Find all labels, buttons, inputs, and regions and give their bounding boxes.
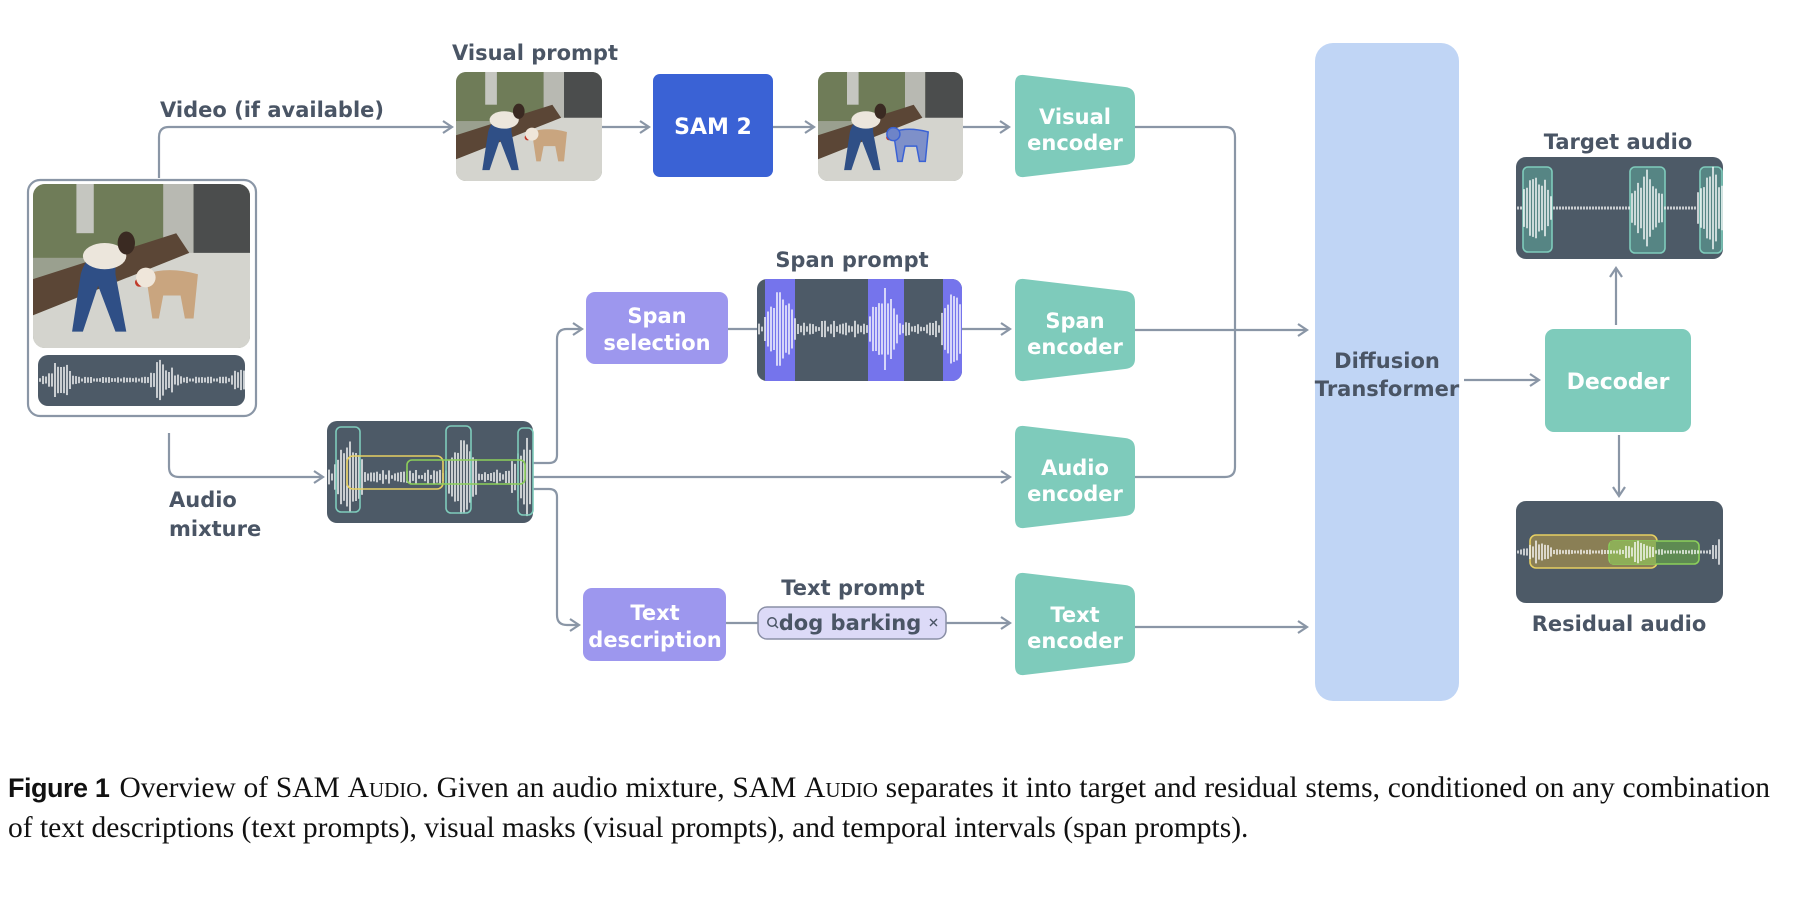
span-encoder-label-line2: encoder bbox=[1027, 335, 1123, 359]
span-prompt-label: Span prompt bbox=[775, 248, 928, 272]
photo-corridor bbox=[925, 72, 963, 122]
photo-dog bbox=[145, 270, 198, 319]
photo-corridor bbox=[564, 72, 602, 122]
sam2-segmented-frame bbox=[818, 72, 963, 181]
audio-mixture-waveform bbox=[327, 421, 534, 523]
connectors bbox=[157, 120, 1626, 634]
text-encoder: Text encoder bbox=[1015, 572, 1135, 676]
target-waveform bbox=[1517, 166, 1723, 250]
mixture-yellow-box bbox=[346, 455, 444, 490]
mixture-target-box-2 bbox=[445, 425, 472, 514]
audio-mixture-label-line2: mixture bbox=[169, 517, 261, 541]
photo-corridor bbox=[193, 184, 250, 258]
span-highlight-2 bbox=[868, 279, 904, 381]
residual-audio-waveform bbox=[1516, 501, 1723, 603]
visual-encoder: Visual encoder bbox=[1015, 74, 1135, 178]
decoder-box: Decoder bbox=[1545, 329, 1691, 432]
decoder-label: Decoder bbox=[1567, 370, 1670, 395]
text-prompt-value: dog barking bbox=[779, 611, 922, 635]
diffusion-transformer-label-line2: Transformer bbox=[1315, 377, 1460, 401]
diffusion-transformer-label-line1: Diffusion bbox=[1334, 349, 1440, 373]
photo-woman-shirt bbox=[851, 111, 881, 129]
text-prompt-label: Text prompt bbox=[781, 576, 924, 600]
photo-woman-head bbox=[874, 103, 887, 119]
input-audio-waveform bbox=[39, 359, 245, 401]
text-description-box: Text description bbox=[583, 588, 726, 661]
connector-visual-encoder-merge bbox=[1135, 125, 1237, 479]
text-prompt-chip[interactable]: dog barking bbox=[757, 606, 947, 640]
target-audio-label: Target audio bbox=[1544, 130, 1693, 154]
photo-pillar-left bbox=[847, 72, 859, 105]
visual-encoder-label-line1: Visual bbox=[1039, 105, 1111, 129]
photo-woman-shirt bbox=[489, 111, 519, 129]
audio-encoder-label-line2: encoder bbox=[1027, 482, 1123, 506]
span-encoder-label-line1: Span bbox=[1045, 309, 1104, 333]
video-label: Video (if available) bbox=[160, 98, 384, 122]
close-icon[interactable] bbox=[929, 618, 938, 627]
target-audio-waveform bbox=[1516, 157, 1723, 259]
input-media-card bbox=[26, 178, 258, 418]
visual-prompt-label: Visual prompt bbox=[452, 41, 618, 65]
span-selection-box: Span selection bbox=[586, 292, 728, 364]
mixture-waveform bbox=[328, 437, 531, 517]
mixture-target-box-1 bbox=[335, 426, 361, 513]
connector-mixture-to-text-description bbox=[533, 487, 581, 632]
residual-waveform bbox=[1517, 539, 1720, 565]
connector-mixture-to-span-selection bbox=[533, 322, 584, 465]
photo-dog bbox=[531, 129, 567, 162]
span-selection-label-line2: selection bbox=[603, 331, 710, 355]
connector-video-to-visual-prompt bbox=[157, 120, 454, 178]
search-icon bbox=[767, 617, 779, 629]
caption-part3: separates it into target and residual st… bbox=[8, 772, 1770, 844]
photo-pillar-left bbox=[76, 184, 94, 234]
input-video-photo bbox=[33, 184, 250, 348]
photo-dog-head bbox=[136, 267, 156, 288]
photo-woman-shirt bbox=[82, 243, 127, 270]
connector-input-to-audio-mixture bbox=[167, 433, 325, 484]
audio-mixture-label-line1: Audio bbox=[169, 488, 237, 512]
span-highlight-3 bbox=[943, 279, 962, 381]
span-prompt-waveform bbox=[757, 279, 962, 381]
photo-dog-segmentation-mask bbox=[892, 128, 930, 163]
photo-dog-head bbox=[886, 126, 901, 142]
diffusion-transformer: Diffusion Transformer bbox=[1315, 43, 1460, 701]
audio-encoder: Audio encoder bbox=[1015, 425, 1135, 529]
photo-woman-head bbox=[512, 103, 525, 119]
mixture-target-box-3 bbox=[517, 427, 534, 516]
sam2-box: SAM 2 bbox=[653, 74, 773, 177]
audio-encoder-label-line1: Audio bbox=[1041, 456, 1109, 480]
sam2-label: SAM 2 bbox=[674, 115, 752, 140]
text-description-label-line2: description bbox=[588, 628, 721, 652]
caption-part1: Overview of SAM bbox=[119, 772, 348, 804]
caption-part2: . Given an audio mixture, SAM bbox=[421, 772, 805, 804]
text-encoder-label-line1: Text bbox=[1050, 603, 1099, 627]
figure-label: Figure 1 bbox=[8, 773, 110, 803]
span-waveform bbox=[758, 288, 961, 370]
text-encoder-label-line2: encoder bbox=[1027, 629, 1123, 653]
caption-audio-smallcaps-1: Audio bbox=[347, 772, 422, 804]
photo-woman-head bbox=[117, 231, 135, 255]
figure-caption: Figure 1 Overview of SAM Audio. Given an … bbox=[8, 768, 1770, 848]
visual-encoder-label-line2: encoder bbox=[1027, 131, 1123, 155]
caption-audio-smallcaps-2: Audio bbox=[804, 772, 878, 804]
span-encoder: Span encoder bbox=[1015, 278, 1135, 382]
residual-audio-label: Residual audio bbox=[1532, 612, 1707, 636]
text-description-label-line1: Text bbox=[630, 601, 679, 625]
span-selection-label-line1: Span bbox=[627, 304, 686, 328]
sam-audio-overview-diagram: Video (if available) Visual prompt Span … bbox=[26, 41, 1723, 701]
photo-pillar-left bbox=[485, 72, 497, 105]
mixture-green-box bbox=[406, 459, 526, 485]
visual-prompt-frame bbox=[456, 72, 602, 181]
photo-dog-head bbox=[525, 127, 539, 141]
